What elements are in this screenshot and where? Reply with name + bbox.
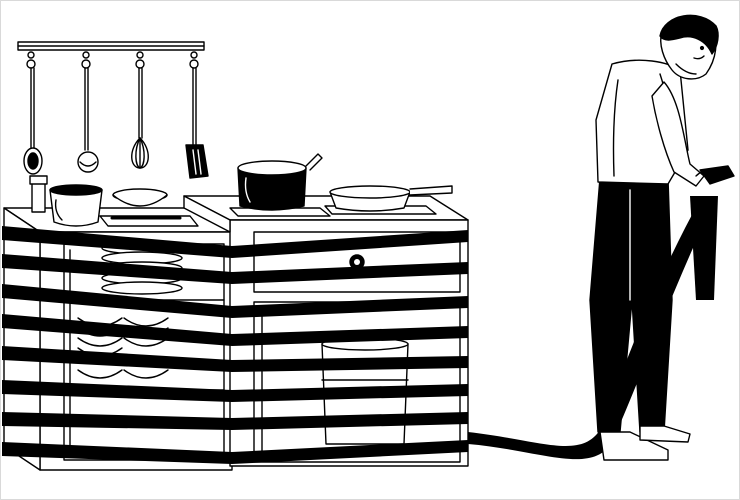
mixing-bowl [49, 184, 103, 227]
serving-bowl [112, 188, 168, 207]
ladle-icon [23, 51, 43, 175]
cutting-board [99, 215, 199, 227]
utensil-rail [17, 41, 205, 51]
spatula-icon [185, 51, 209, 179]
tape-wrapping [2, 226, 468, 464]
whisk-icon [131, 51, 149, 169]
ladle-icon [77, 51, 99, 173]
tape-trail [468, 196, 718, 460]
frying-pan [329, 185, 453, 212]
spice-bottle [29, 175, 48, 213]
man-figure [589, 14, 735, 461]
cooking-pot [237, 153, 323, 211]
